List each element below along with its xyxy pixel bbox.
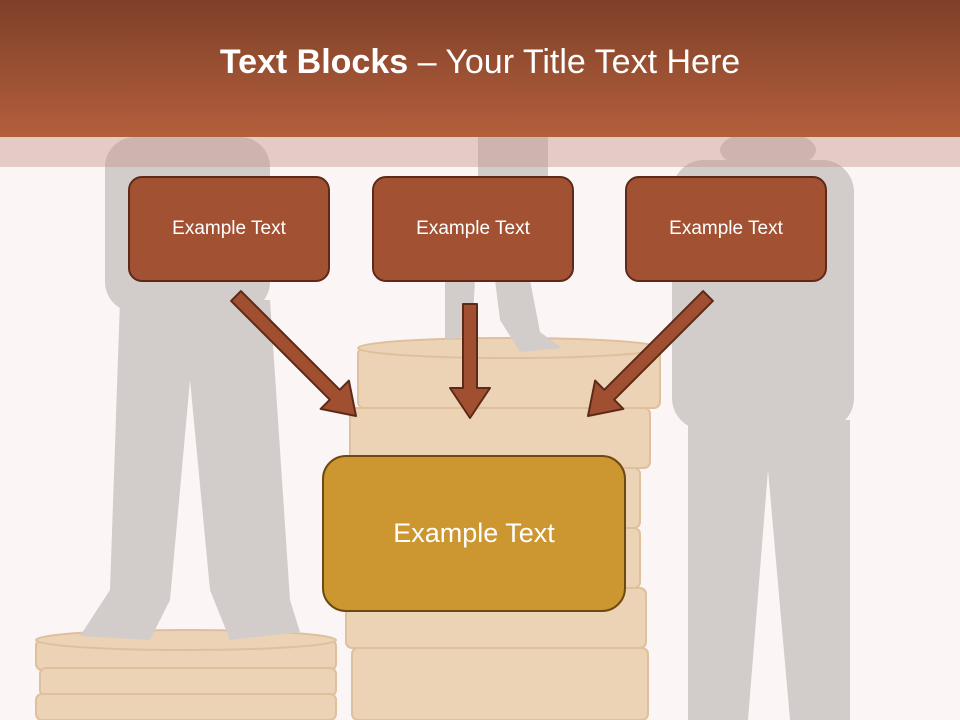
text-block-left-label: Example Text (172, 218, 286, 239)
arrow-left-to-target (230, 290, 357, 417)
arrow-right-to-target (587, 290, 714, 417)
target-block[interactable]: Example Text (322, 455, 626, 612)
title-bold-part: Text Blocks (219, 43, 409, 81)
title-banner: Text Blocks – Your Title Text Here (0, 0, 960, 137)
arrow-center-to-target (449, 303, 491, 419)
text-block-right-label: Example Text (669, 218, 783, 239)
text-block-right[interactable]: Example Text (625, 176, 827, 282)
text-block-center-label: Example Text (416, 218, 530, 239)
header-band (0, 137, 960, 167)
text-block-left[interactable]: Example Text (128, 176, 330, 282)
target-block-label: Example Text (393, 518, 555, 548)
text-block-center[interactable]: Example Text (372, 176, 574, 282)
slide-title: Text Blocks – Your Title Text Here (220, 43, 740, 82)
title-rest-part: – Your Title Text Here (408, 43, 741, 81)
coin-stack-left (35, 629, 337, 720)
